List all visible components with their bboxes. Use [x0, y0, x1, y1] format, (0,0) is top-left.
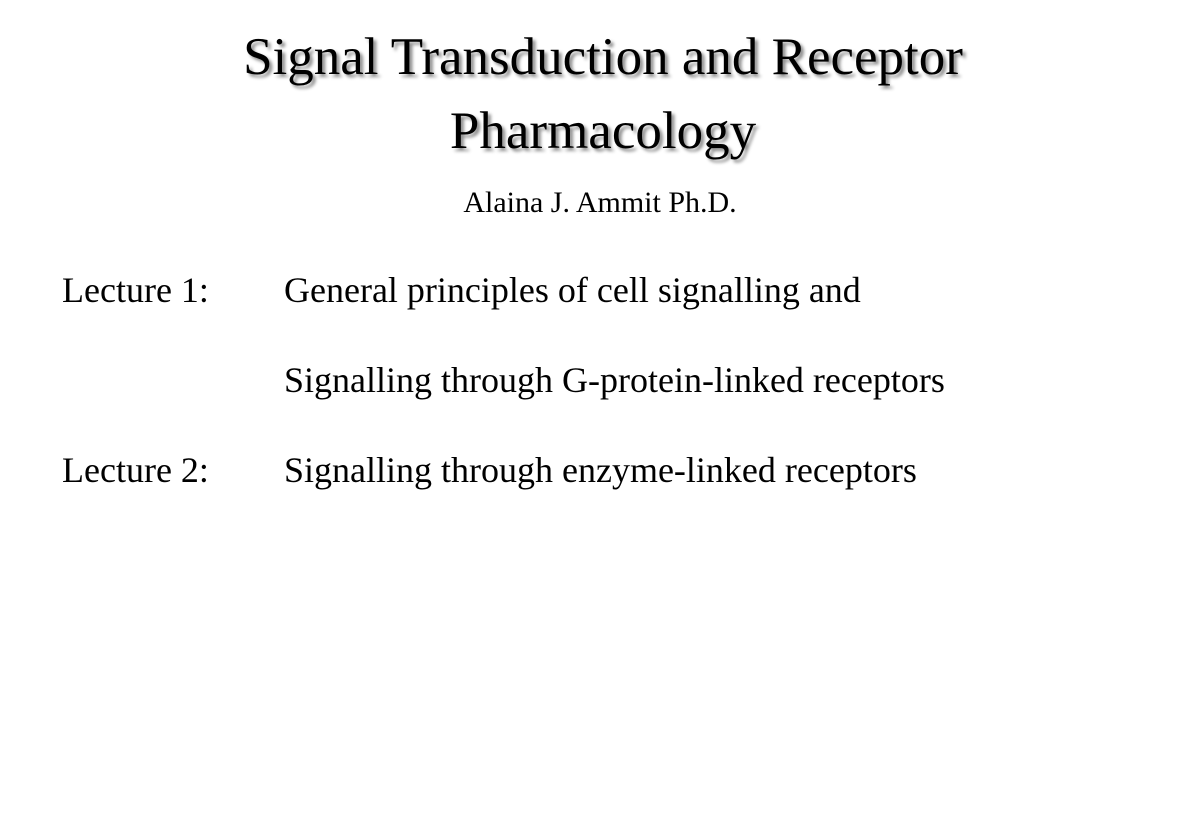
lecture-2-topic-1: Signalling through enzyme-linked recepto… — [284, 450, 917, 490]
slide-title: Signal Transduction and Receptor Pharmac… — [0, 20, 1200, 168]
lecture-1-label: Lecture 1: — [62, 270, 209, 310]
lecture-2-label: Lecture 2: — [62, 450, 209, 490]
lecture-1-topic-2: Signalling through G-protein-linked rece… — [284, 360, 945, 400]
slide-title-line-1: Signal Transduction and Receptor — [243, 28, 963, 86]
author-name: Alaina J. Ammit Ph.D. — [463, 186, 737, 219]
slide-title-line-2: Pharmacology — [449, 102, 757, 160]
lecture-1-topic-1: General principles of cell signalling an… — [284, 270, 861, 310]
